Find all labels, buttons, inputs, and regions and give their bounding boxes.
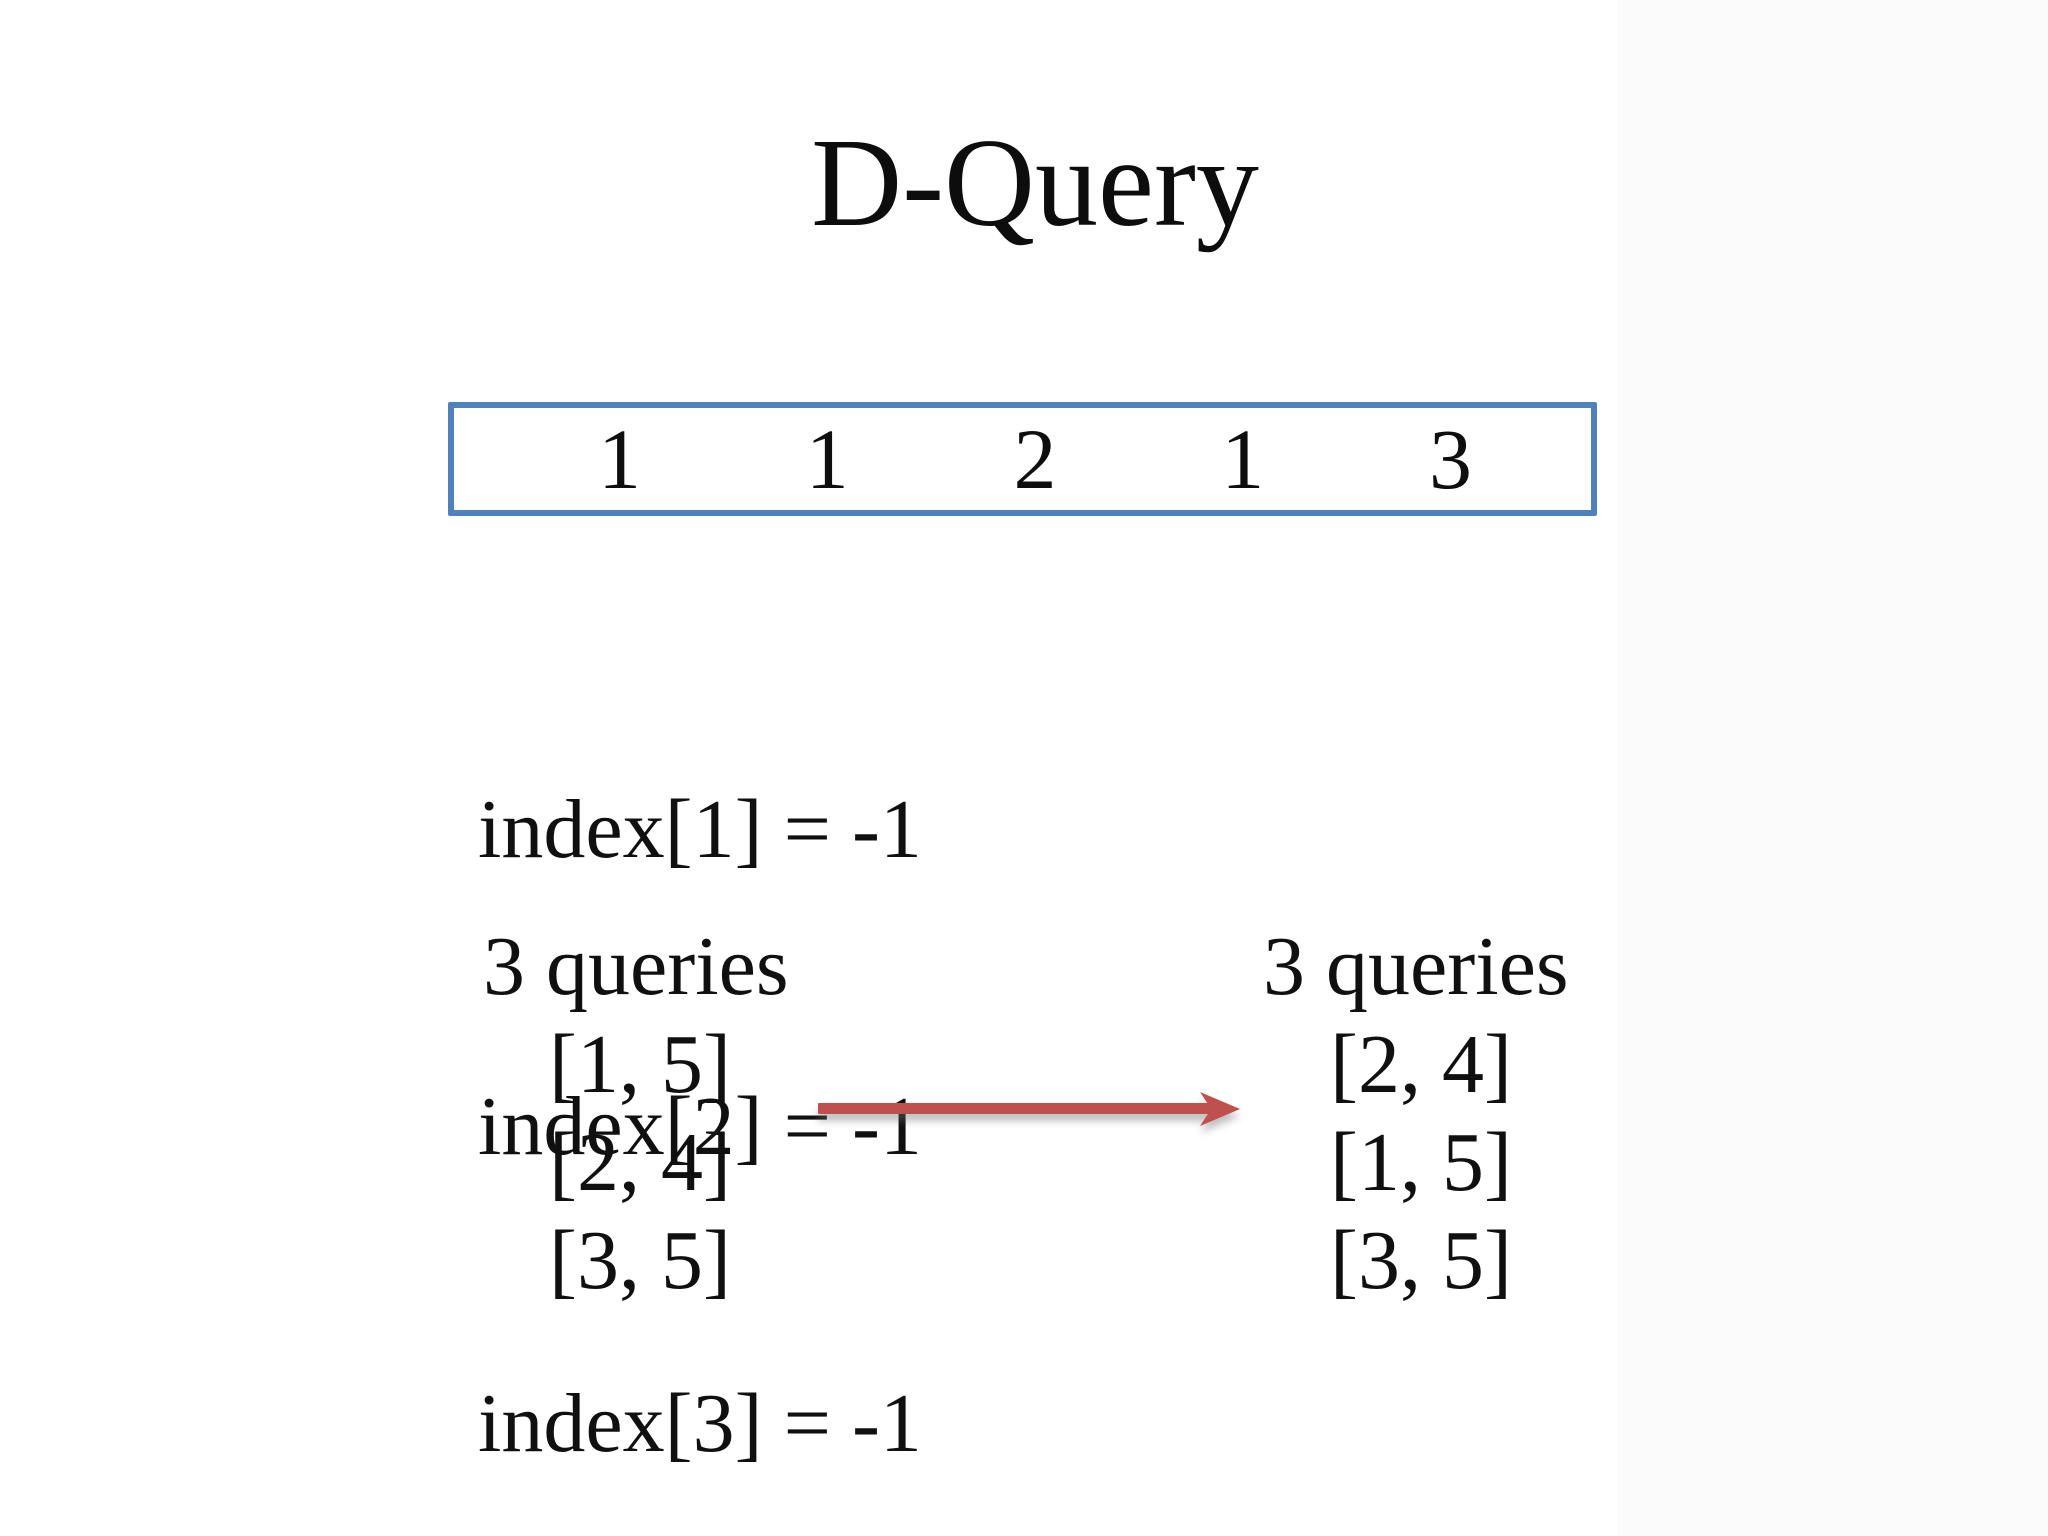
arrow-shaft <box>818 1103 1212 1114</box>
queries-before: 3 queries [1, 5] [2, 4] [3, 5] <box>483 918 789 1310</box>
title-row: D-Query <box>0 121 2048 247</box>
query-item: [1, 5] <box>549 1018 731 1111</box>
array-cell: 3 <box>1429 411 1472 507</box>
index-assignments: index[1] = -1 index[2] = -1 index[3] = -… <box>478 582 922 1536</box>
array-cell: 1 <box>1221 411 1265 507</box>
query-item: [3, 5] <box>549 1214 731 1307</box>
queries-before-header: 3 queries <box>483 920 789 1013</box>
query-item: [3, 5] <box>1330 1214 1512 1307</box>
queries-after: 3 queries [2, 4] [1, 5] [3, 5] <box>1263 918 1569 1310</box>
query-item: [2, 4] <box>549 1116 731 1209</box>
array-box: 1 1 2 1 3 <box>448 402 1597 516</box>
queries-after-header: 3 queries <box>1263 920 1569 1013</box>
slide-title: D-Query <box>811 114 1259 253</box>
query-item: [2, 4] <box>1330 1018 1512 1111</box>
array-cell: 2 <box>1013 411 1057 507</box>
index-line: index[3] = -1 <box>478 1377 922 1470</box>
transform-arrow-icon <box>818 1088 1240 1130</box>
right-edge-band <box>1617 0 2048 1536</box>
query-item: [1, 5] <box>1330 1116 1512 1209</box>
array-cell: 1 <box>805 411 849 507</box>
index-line: index[2] = -1 <box>478 1080 922 1173</box>
index-line: index[1] = -1 <box>478 783 922 876</box>
array-cell: 1 <box>598 411 641 507</box>
